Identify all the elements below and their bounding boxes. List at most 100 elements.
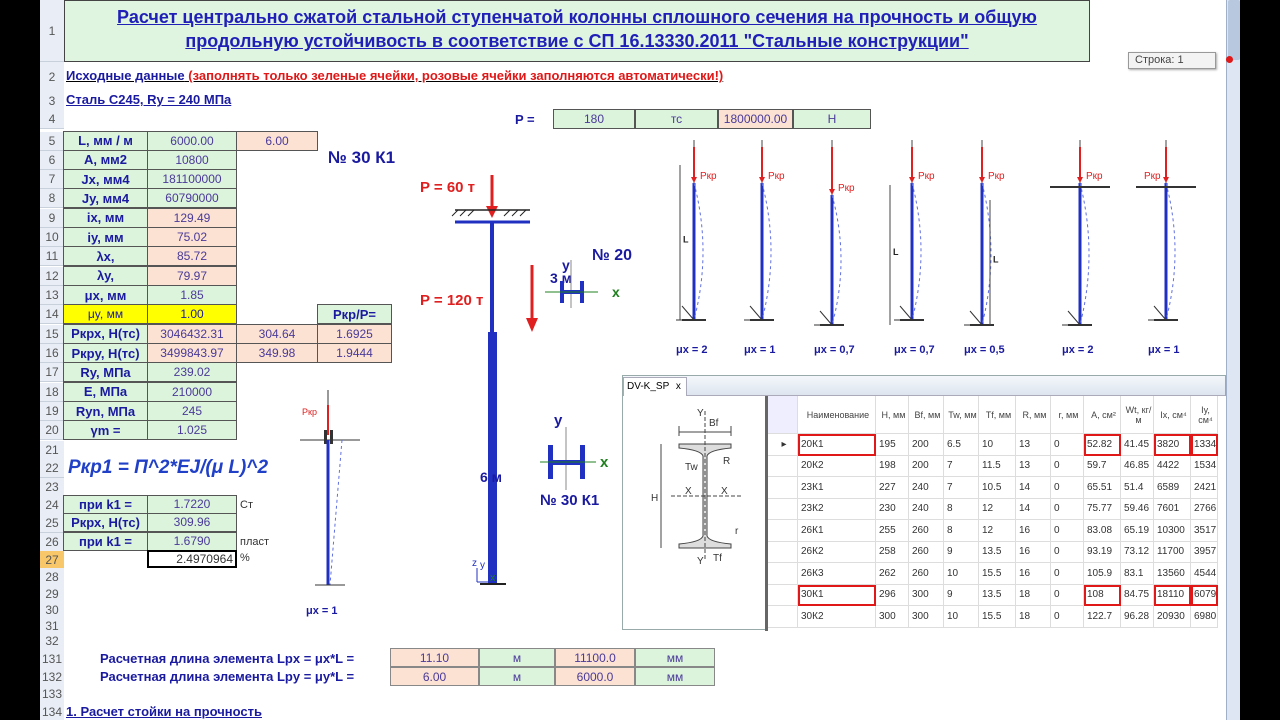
scrollbar-thumb[interactable]: [1228, 0, 1240, 60]
table-cell[interactable]: 2766: [1191, 498, 1218, 520]
row-header[interactable]: 24: [40, 495, 64, 515]
row-header[interactable]: 134: [40, 702, 64, 720]
table-cell[interactable]: 195: [876, 434, 909, 456]
table-cell[interactable]: 13560: [1154, 563, 1191, 585]
table-cell[interactable]: 1534: [1191, 455, 1218, 477]
table-cell[interactable]: 10: [944, 606, 979, 628]
table-cell[interactable]: 240: [909, 498, 944, 520]
table-cell[interactable]: 15.5: [979, 563, 1016, 585]
table-cell[interactable]: 75.77: [1084, 498, 1121, 520]
row-selector[interactable]: [768, 498, 798, 520]
table-cell[interactable]: 12: [979, 520, 1016, 542]
column-header[interactable]: H, мм: [876, 396, 909, 434]
param-value[interactable]: 10800: [147, 149, 237, 170]
table-cell[interactable]: 13.5: [979, 541, 1016, 563]
table-cell[interactable]: 0: [1051, 477, 1084, 499]
table-cell[interactable]: 260: [909, 541, 944, 563]
table-cell[interactable]: 122.7: [1084, 606, 1121, 628]
table-cell[interactable]: 300: [876, 606, 909, 628]
row-header[interactable]: 20: [40, 421, 64, 441]
row-header[interactable]: 9: [40, 208, 64, 228]
table-cell[interactable]: 4422: [1154, 455, 1191, 477]
table-cell[interactable]: 3957: [1191, 541, 1218, 563]
param-value[interactable]: 1.85: [147, 285, 237, 306]
table-cell[interactable]: 65.51: [1084, 477, 1121, 499]
table-cell[interactable]: 227: [876, 477, 909, 499]
row-selector[interactable]: [768, 563, 798, 585]
table-cell[interactable]: 46.85: [1121, 455, 1154, 477]
table-cell[interactable]: 41.45: [1121, 434, 1154, 456]
table-cell[interactable]: 84.75: [1121, 584, 1154, 606]
param-value[interactable]: 1.00: [147, 304, 237, 325]
table-cell[interactable]: 240: [909, 477, 944, 499]
row-header[interactable]: 31: [40, 616, 64, 636]
load-value-tc[interactable]: 180: [553, 109, 635, 129]
row-header[interactable]: 21: [40, 440, 64, 460]
row-selector[interactable]: [768, 477, 798, 499]
profile-table-window[interactable]: DV-K_SP x Y Bf R Tw H X X r Y Tf: [622, 375, 1227, 631]
table-cell[interactable]: 296: [876, 584, 909, 606]
row-header[interactable]: 4: [40, 109, 64, 129]
selected-cell[interactable]: 2.4970964: [147, 550, 237, 568]
table-cell[interactable]: 230: [876, 498, 909, 520]
table-cell[interactable]: 18110: [1154, 584, 1191, 606]
table-cell[interactable]: 3820: [1154, 434, 1191, 456]
profile-name-cell[interactable]: 20К1: [798, 434, 876, 456]
row-header[interactable]: 25: [40, 513, 64, 533]
table-cell[interactable]: 0: [1051, 455, 1084, 477]
param-value[interactable]: 1.025: [147, 420, 237, 441]
column-header[interactable]: Wt, кг/м: [1121, 396, 1154, 434]
row-header[interactable]: 27: [40, 550, 64, 570]
row-header[interactable]: 2: [40, 62, 64, 93]
table-cell[interactable]: 9: [944, 584, 979, 606]
table-cell[interactable]: 13: [1016, 434, 1051, 456]
table-cell[interactable]: 260: [909, 563, 944, 585]
vertical-scrollbar[interactable]: [1226, 0, 1240, 720]
table-cell[interactable]: 198: [876, 455, 909, 477]
table-cell[interactable]: 0: [1051, 434, 1084, 456]
table-cell[interactable]: 93.19: [1084, 541, 1121, 563]
table-cell[interactable]: 7601: [1154, 498, 1191, 520]
table-cell[interactable]: 10.5: [979, 477, 1016, 499]
param-value[interactable]: 245: [147, 401, 237, 422]
table-cell[interactable]: 7: [944, 477, 979, 499]
table-cell[interactable]: 6079: [1191, 584, 1218, 606]
table-cell[interactable]: 10: [944, 563, 979, 585]
table-cell[interactable]: 14: [1016, 477, 1051, 499]
row-header[interactable]: 133: [40, 684, 64, 704]
column-header[interactable]: Iy, см⁴: [1191, 396, 1218, 434]
table-cell[interactable]: 8: [944, 498, 979, 520]
table-cell[interactable]: 258: [876, 541, 909, 563]
row-header[interactable]: 8: [40, 189, 64, 209]
row-header[interactable]: 16: [40, 344, 64, 364]
table-cell[interactable]: 20930: [1154, 606, 1191, 628]
table-cell[interactable]: 6589: [1154, 477, 1191, 499]
table-cell[interactable]: 0: [1051, 541, 1084, 563]
row-header[interactable]: 6: [40, 150, 64, 170]
table-cell[interactable]: 18: [1016, 606, 1051, 628]
row-header[interactable]: 15: [40, 324, 64, 344]
table-cell[interactable]: 96.28: [1121, 606, 1154, 628]
table-cell[interactable]: 16: [1016, 541, 1051, 563]
column-header[interactable]: Ix, см⁴: [1154, 396, 1191, 434]
table-cell[interactable]: 4544: [1191, 563, 1218, 585]
row-header[interactable]: 12: [40, 266, 64, 286]
table-cell[interactable]: 11700: [1154, 541, 1191, 563]
row-header[interactable]: 1: [40, 0, 64, 62]
row-selector[interactable]: [768, 541, 798, 563]
row-header[interactable]: 11: [40, 247, 64, 267]
profile-name-cell[interactable]: 30К1: [798, 584, 876, 606]
table-cell[interactable]: 260: [909, 520, 944, 542]
table-cell[interactable]: 200: [909, 434, 944, 456]
table-cell[interactable]: 11.5: [979, 455, 1016, 477]
table-cell[interactable]: 8: [944, 520, 979, 542]
table-cell[interactable]: 0: [1051, 563, 1084, 585]
table-cell[interactable]: 65.19: [1121, 520, 1154, 542]
table-cell[interactable]: 1334: [1191, 434, 1218, 456]
table-cell[interactable]: 13: [1016, 455, 1051, 477]
row-header[interactable]: 3: [40, 91, 64, 111]
table-cell[interactable]: 51.4: [1121, 477, 1154, 499]
profile-name-cell[interactable]: 26К2: [798, 541, 876, 563]
param-value[interactable]: 181100000: [147, 169, 237, 190]
